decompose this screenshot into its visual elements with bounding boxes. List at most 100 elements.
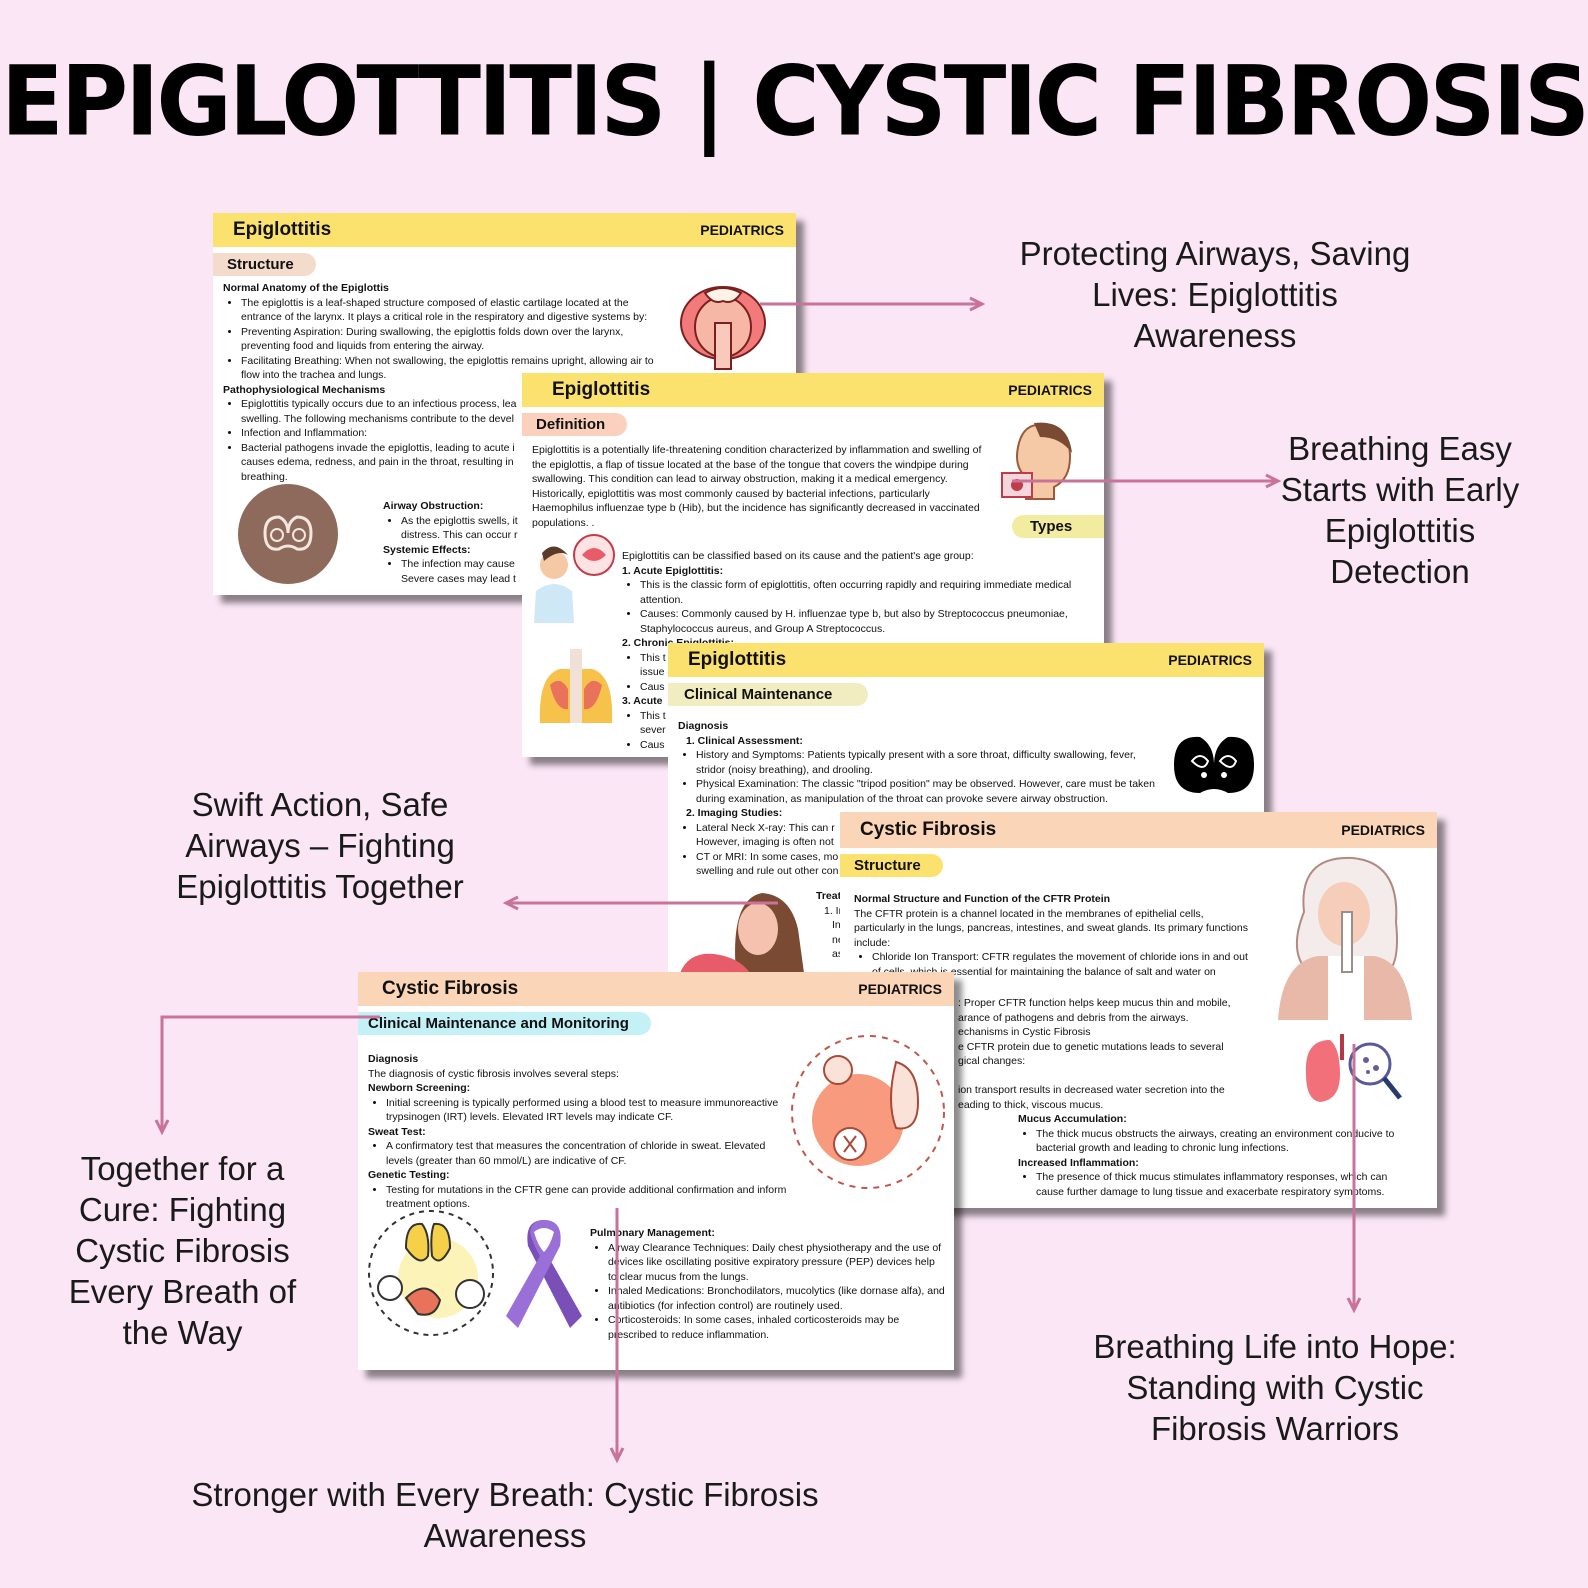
heading: Normal Structure and Function of the CFT… <box>854 893 1111 905</box>
types-text: Epiglottitis can be classified based on … <box>622 549 1087 752</box>
cf-health-circle-icon <box>791 1035 945 1189</box>
card-body: Diagnosis 1. Clinical Assessment: Histor… <box>678 719 1164 879</box>
paragraph: The diagnosis of cystic fibrosis involve… <box>368 1067 619 1080</box>
section-pill: Structure <box>213 253 316 276</box>
card-title: Cystic Fibrosis <box>382 978 519 999</box>
caption-swift-action: Swift Action, Safe Airways – Fighting Ep… <box>176 786 464 905</box>
paragraph: The CFTR protein is a channel located in… <box>854 907 1248 949</box>
caption-breathing-life: Breathing Life into Hope: Standing with … <box>1093 1328 1457 1447</box>
sick-child-icon <box>534 534 615 623</box>
card-body: Diagnosis The diagnosis of cystic fibros… <box>368 1052 788 1212</box>
heading: Mucus Accumulation: <box>1018 1113 1127 1125</box>
awareness-ribbon-icon <box>506 1220 582 1328</box>
heading: Normal Anatomy of the Epiglottis <box>223 282 389 294</box>
lungs-magnifier-icon <box>1305 1034 1402 1102</box>
head-profile-icon <box>1001 422 1072 500</box>
caption-protecting-airways: Protecting Airways, Saving Lives: Epiglo… <box>1019 235 1411 354</box>
types-intro: Epiglottitis can be classified based on … <box>622 550 974 562</box>
card-epiglottitis-clinical: Epiglottitis PEDIATRICS Clinical Mainten… <box>668 643 1264 973</box>
list-item: A confirmatory test that measures the co… <box>386 1139 788 1168</box>
card-tag: PEDIATRICS <box>1168 652 1252 668</box>
card-body-2: Airway Obstruction: As the epiglottis sw… <box>383 499 583 586</box>
list-item: Infection and Inflammation: <box>241 426 663 441</box>
card-header: Cystic Fibrosis PEDIATRICS <box>840 812 1437 848</box>
card-tag: PEDIATRICS <box>858 981 942 997</box>
card-body: Normal Structure and Function of the CFT… <box>854 892 1254 979</box>
list-item: Corticosteroids: In some cases, inhaled … <box>608 1313 945 1342</box>
card-header: Epiglottitis PEDIATRICS <box>213 213 796 247</box>
woman-icon <box>680 893 804 973</box>
card-header: Epiglottitis PEDIATRICS <box>522 373 1104 407</box>
throat-icon <box>680 286 766 370</box>
list-item: Int <box>832 919 844 931</box>
card-title: Epiglottitis <box>552 379 651 400</box>
section-pill: Structure <box>840 854 943 877</box>
list-item: Facilitating Breathing: When not swallow… <box>241 354 663 383</box>
list-item: Testing for mutations in the CFTR gene c… <box>386 1183 788 1212</box>
list-item: Caus <box>640 738 1087 753</box>
heading: 1. Acute Epiglottitis: <box>622 564 724 577</box>
list-item: History and Symptoms: Patients typically… <box>696 748 1164 777</box>
heading: Treat <box>816 890 842 902</box>
list-item: Bacterial pathogens invade the epiglotti… <box>241 441 663 485</box>
list-item: Physical Examination: The classic "tripo… <box>696 777 1164 806</box>
list-item: Caus <box>640 680 1087 695</box>
section-pill: Clinical Maintenance and Monitoring <box>358 1012 651 1035</box>
list-item: The thick mucus obstructs the airways, c… <box>1036 1127 1418 1156</box>
section-pill: Definition <box>522 413 628 436</box>
heading: Increased Inflammation: <box>1018 1156 1139 1169</box>
organs-circle-icon <box>368 1210 494 1336</box>
caption-breathing-easy: Breathing Easy Starts with Early Epiglot… <box>1280 430 1520 590</box>
card-tag: PEDIATRICS <box>700 222 784 238</box>
card-body-2: Pulmonary Management: Airway Clearance T… <box>590 1226 945 1342</box>
heading: Genetic Testing: <box>368 1169 450 1181</box>
elderly-woman-inhaler-icon <box>1278 856 1412 1020</box>
lungs-icon <box>1174 736 1254 793</box>
heading: Diagnosis <box>368 1053 419 1065</box>
list-item: Initial screening is typically performed… <box>386 1096 788 1125</box>
card-body: Normal Anatomy of the Epiglottis The epi… <box>223 281 663 484</box>
heading: Newborn Screening: <box>368 1082 471 1094</box>
card-header: Epiglottitis PEDIATRICS <box>668 643 1264 677</box>
page-title: EPIGLOTTITIS | CYSTIC FIBROSIS <box>0 45 1588 158</box>
card-tag: PEDIATRICS <box>1008 382 1092 398</box>
list-item: This is the classic form of epiglottitis… <box>640 578 1087 607</box>
section-pill: Clinical Maintenance <box>668 683 869 706</box>
caption-together-cure: Together for a Cure: Fighting Cystic Fib… <box>68 1150 297 1351</box>
card-cf-clinical: Cystic Fibrosis PEDIATRICS Clinical Main… <box>358 972 954 1370</box>
heading: Systemic Effects: <box>383 543 471 556</box>
heading: 2. Imaging Studies: <box>686 807 783 819</box>
list-item: The epiglottis is a leaf-shaped structur… <box>241 296 663 325</box>
card-body-fragment: : Proper CFTR function helps keep mucus … <box>958 997 1231 1111</box>
list-item: Chloride Ion Transport: CFTR regulates t… <box>872 950 1254 979</box>
caption-stronger: Stronger with Every Breath: Cystic Fibro… <box>191 1476 819 1554</box>
card-tag: PEDIATRICS <box>1341 822 1425 838</box>
list-item: The presence of thick mucus stimulates i… <box>1036 1170 1418 1199</box>
shoulder-pain-icon <box>539 649 613 723</box>
types-pill: Types <box>1012 515 1104 538</box>
card-title: Cystic Fibrosis <box>860 819 997 840</box>
list-item: Preventing Aspiration: During swallowing… <box>241 325 663 354</box>
list-item: Epiglottitis typically occurs due to an … <box>241 397 663 426</box>
card-title: Epiglottitis <box>233 219 332 240</box>
heading: 3. Acute <box>622 695 663 707</box>
list-item: This tissue <box>640 651 1087 680</box>
heading: Sweat Test: <box>368 1125 426 1138</box>
card-title: Epiglottitis <box>688 649 787 670</box>
list-item: Inhaled Medications: Bronchodilators, mu… <box>608 1284 945 1313</box>
definition-text: Epiglottitis is a potentially life-threa… <box>532 444 982 529</box>
card-body-2: Mucus Accumulation: The thick mucus obst… <box>1018 1112 1418 1199</box>
heading: Pathophysiological Mechanisms <box>223 383 386 396</box>
list-item: Airway Clearance Techniques: Daily chest… <box>608 1241 945 1285</box>
heading: Diagnosis <box>678 720 729 732</box>
card-header: Cystic Fibrosis PEDIATRICS <box>358 972 954 1006</box>
heading: 1. Clinical Assessment: <box>686 734 803 747</box>
lungs-circle-icon <box>238 484 338 584</box>
list-item: Causes: Commonly caused by H. influenzae… <box>640 607 1087 636</box>
heading: Airway Obstruction: <box>383 500 484 512</box>
